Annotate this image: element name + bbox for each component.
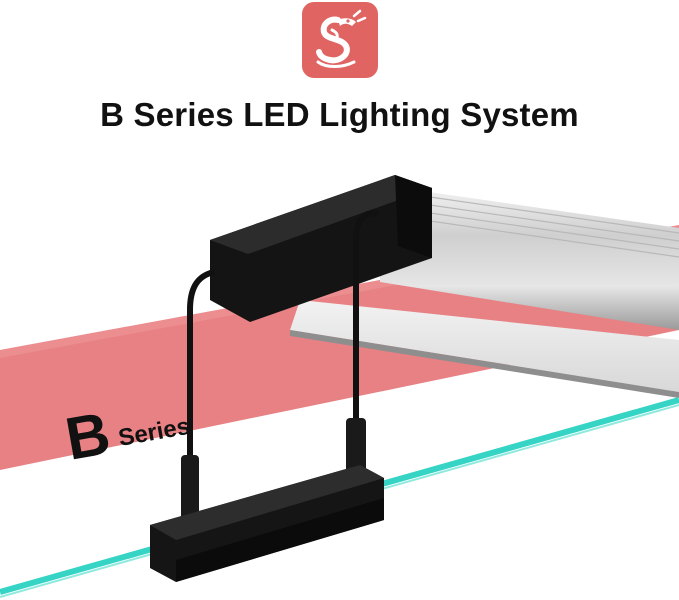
light-bar-housing bbox=[380, 185, 679, 330]
led-diffuser bbox=[290, 300, 679, 392]
brand-logo bbox=[302, 2, 378, 78]
bracket-rod-right bbox=[353, 210, 379, 432]
heat-sink-fins bbox=[429, 196, 679, 258]
page-title: B Series LED Lighting System bbox=[100, 96, 579, 133]
dragon-logo-icon bbox=[316, 9, 367, 68]
bracket-rod-left bbox=[187, 269, 215, 470]
